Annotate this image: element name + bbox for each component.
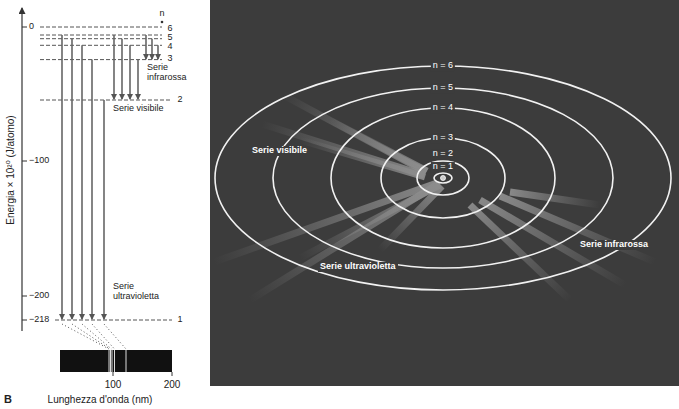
beam [510,192,600,205]
series-label: Serie infrarossa [578,240,650,250]
tick-label: 100 [104,379,123,390]
beam [283,95,426,172]
level-number: n [158,9,165,19]
orbit-label: n = 3 [431,133,455,143]
tick-label: −200 [28,291,50,301]
axis-title: Energia × 10²⁰ (J/atomo) [5,115,16,224]
orbit-panel [210,0,679,386]
nucleus [441,176,446,181]
level-number: 4 [166,42,173,52]
energy-axis [22,8,27,331]
tick-label: −218 [28,315,50,325]
tick-label: −100 [28,156,50,166]
series-label: Serie ultravioletta [112,282,168,302]
orbit-label: n = 4 [431,103,455,113]
tick-label: 200 [163,379,182,390]
series-label: Serie ultravioletta [318,262,398,272]
axis-title: Lunghezza d'onda (nm) [47,394,154,405]
beam [470,205,570,300]
transition-arrows [62,35,158,319]
tick-label: 0 [28,22,35,32]
emission-beams [214,95,655,300]
spectrum-bar [60,350,172,376]
orbit-label: n = 5 [431,83,455,93]
orbit-label: n = 2 [431,149,455,159]
series-label: Serie infrarossa [146,63,192,83]
level-number: 2 [176,95,183,105]
orbits [215,66,671,290]
panel-letter: B [4,393,12,405]
level-number: 1 [176,315,183,325]
projection-lines [62,324,126,349]
orbit-label: n = 1 [431,162,455,172]
series-label: Serie visibile [112,104,165,114]
orbit-label: n = 6 [431,61,455,71]
continuum-dot [161,21,164,24]
series-label: Serie visibile [250,146,309,156]
